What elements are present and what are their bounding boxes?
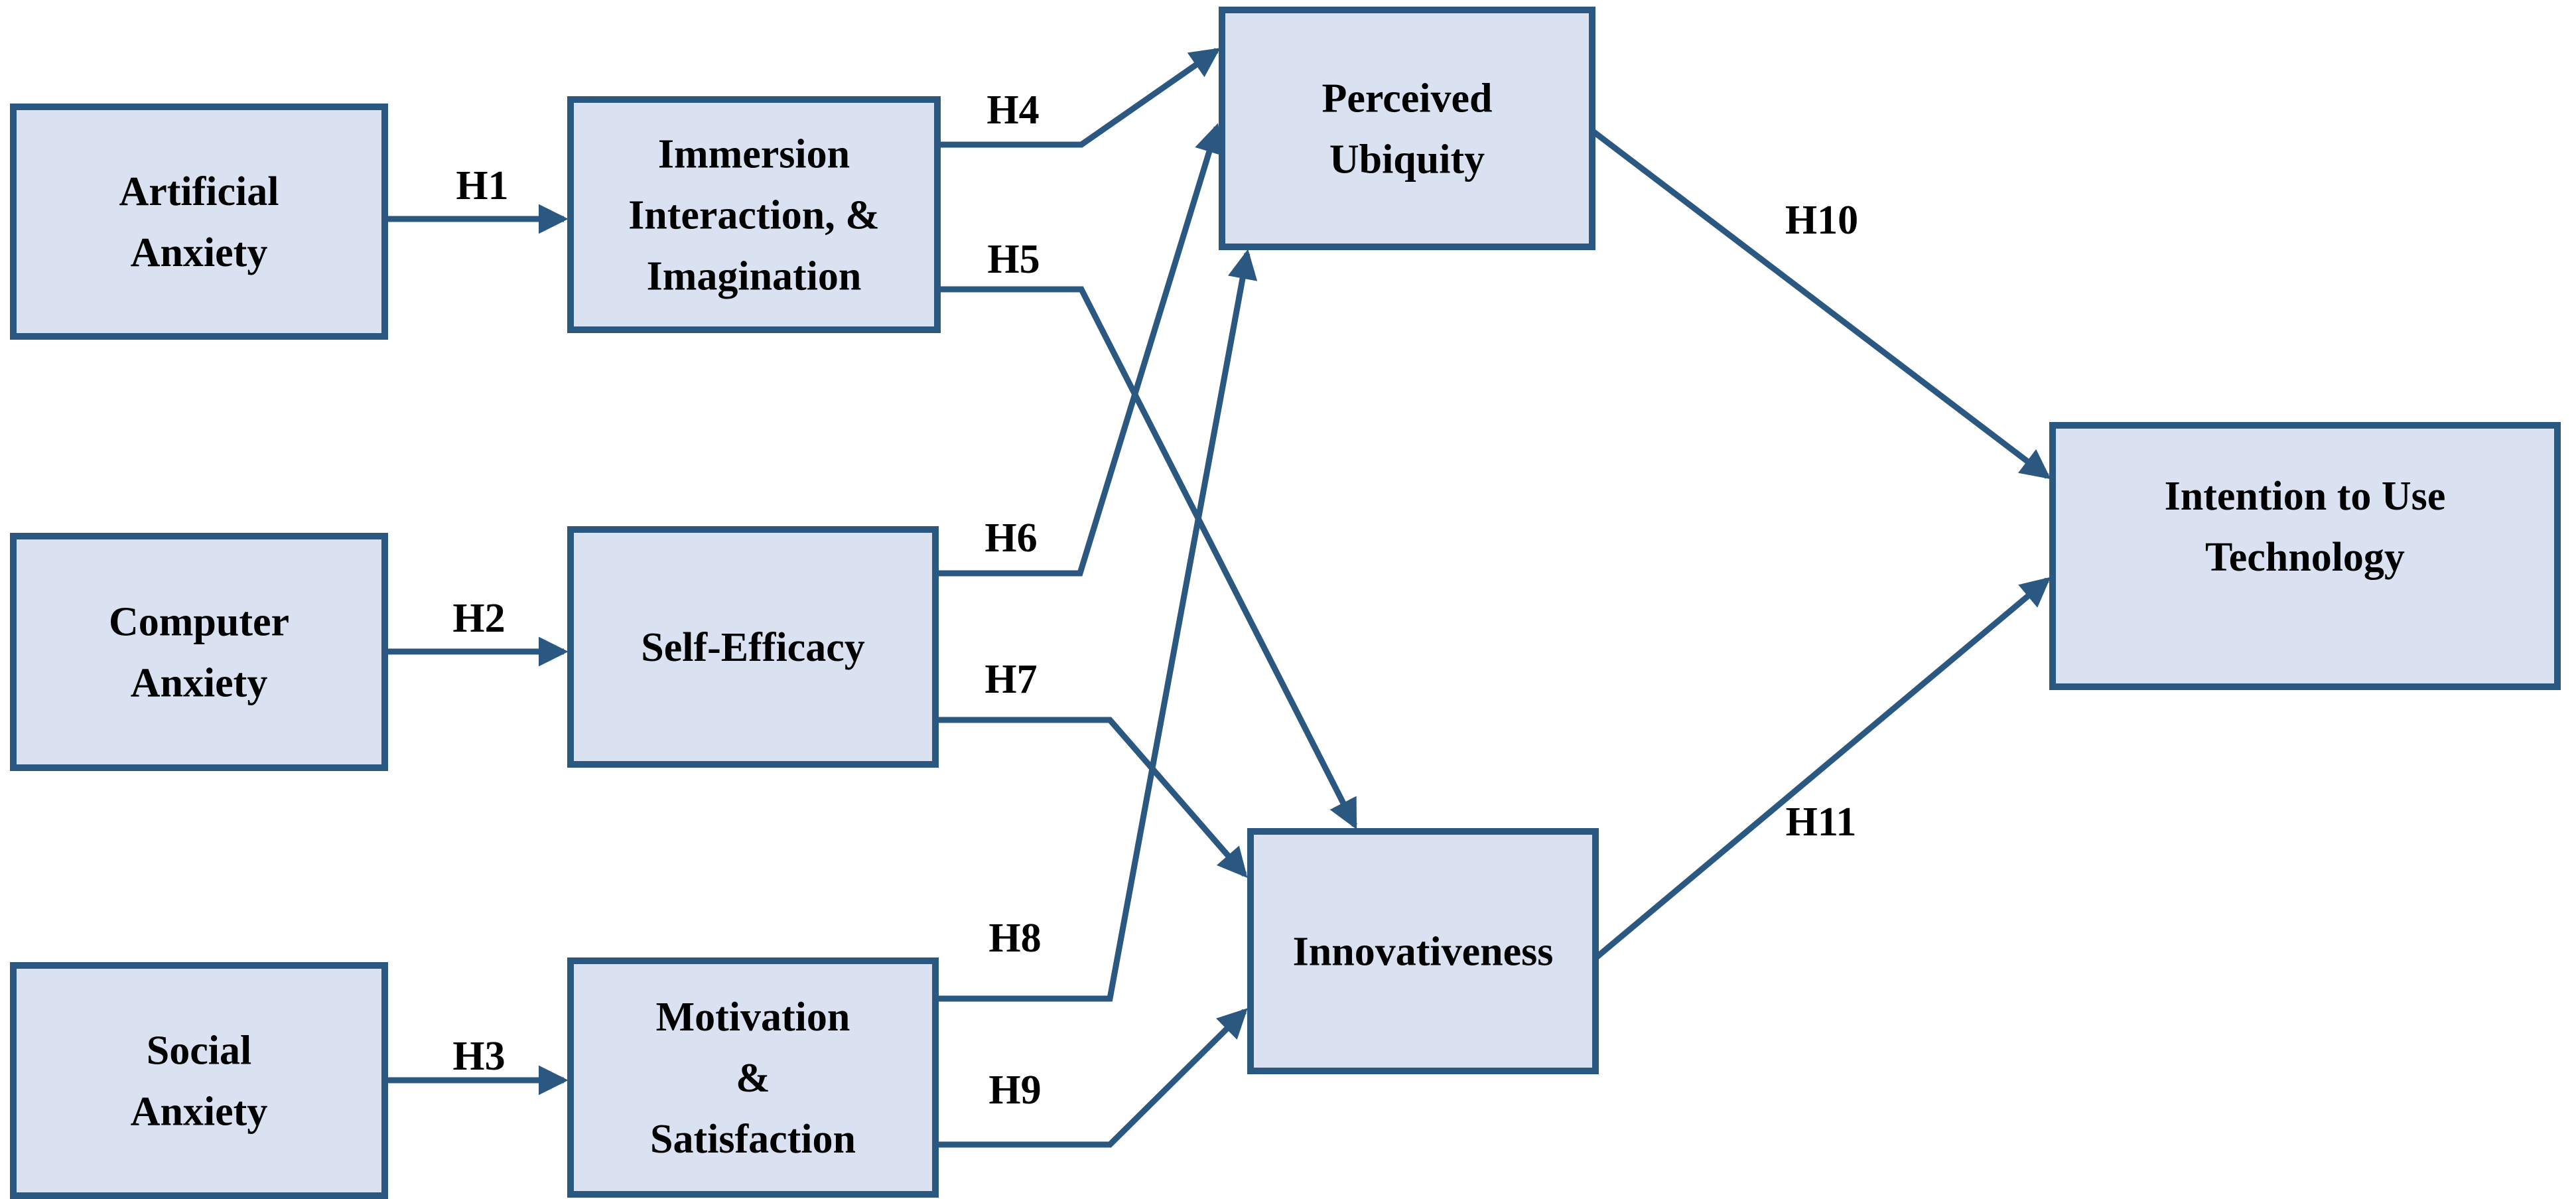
edge-h7-arrow: [935, 717, 1248, 879]
edge-h11: [1593, 577, 2051, 961]
edge-h8-arrow: [935, 249, 1258, 1002]
node-box: [1247, 828, 1599, 1074]
node-box: [10, 533, 388, 771]
edge-label-h7: H7: [984, 657, 1037, 702]
node-innovativeness: Innovativeness: [1247, 828, 1599, 1074]
edge-label-h2: H2: [452, 596, 505, 641]
edge-h10-arrow: [1590, 128, 2051, 480]
node-box: [567, 957, 939, 1198]
edge-label-h5: H5: [987, 237, 1040, 282]
edge-h7: [935, 717, 1248, 879]
edge-h10: [1590, 128, 2051, 480]
node-label: Innovativeness: [1293, 930, 1554, 975]
edge-label-h9: H9: [988, 1068, 1041, 1113]
edge-h4-arrow: [937, 48, 1221, 148]
node-label: Motivation&Satisfaction: [650, 995, 856, 1162]
node-box: [567, 96, 941, 333]
edge-label-h6: H6: [984, 516, 1037, 561]
edge-label-h1: H1: [456, 163, 508, 208]
node-label: Self-Efficacy: [641, 625, 864, 670]
edge-h6: [935, 123, 1224, 577]
edge-label-h11: H11: [1786, 800, 1857, 845]
edge-h8: [935, 249, 1258, 1002]
edges-layer: [385, 48, 2051, 1148]
node-self-efficacy: Self-Efficacy: [567, 526, 939, 768]
node-box: [10, 104, 388, 340]
edge-h9: [935, 1008, 1248, 1148]
node-box: [1219, 7, 1595, 250]
edge-label-h8: H8: [988, 916, 1041, 961]
edge-h4: [937, 48, 1221, 148]
node-box: [10, 962, 388, 1199]
edge-label-h10: H10: [1785, 198, 1858, 243]
node-box: [567, 526, 939, 768]
edge-h5: [937, 286, 1358, 830]
edge-label-h4: H4: [986, 88, 1039, 133]
edge-h9-arrow: [935, 1008, 1248, 1148]
edge-h11-arrow: [1593, 577, 2051, 961]
edge-h6-arrow: [935, 123, 1224, 577]
edge-h5-arrow: [937, 286, 1358, 830]
edge-label-h3: H3: [452, 1034, 505, 1079]
node-box: [2049, 422, 2561, 690]
node-motivation-satisfaction: Motivation&Satisfaction: [567, 957, 939, 1198]
